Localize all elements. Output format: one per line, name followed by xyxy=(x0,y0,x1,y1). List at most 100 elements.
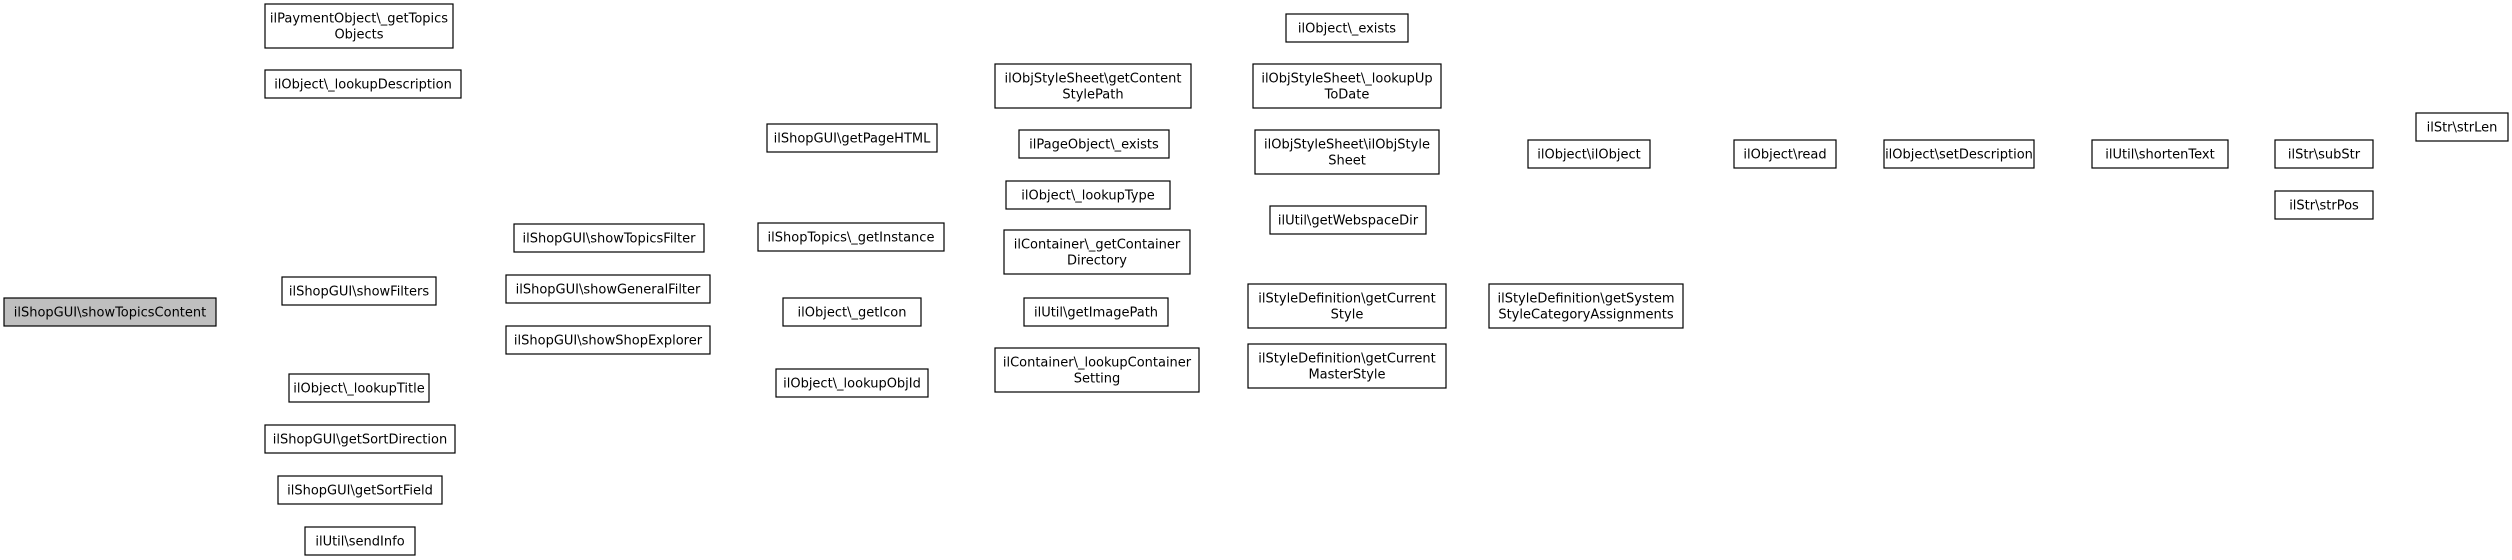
node-il-obj-style-sheet[interactable]: ilObjStyleSheet\ilObjStyleSheet xyxy=(1254,129,1440,175)
node-box xyxy=(1269,205,1427,235)
node-box xyxy=(1247,343,1447,389)
node-topics-get-instance[interactable]: ilShopTopics\_getInstance xyxy=(757,222,945,252)
node-box xyxy=(2274,139,2374,169)
node-label: ilStr\strLen xyxy=(2427,121,2498,136)
node-label: ilObjStyleSheet\_lookupUp xyxy=(1261,72,1432,87)
node-label: ilPaymentObject\_getTopics xyxy=(270,12,448,27)
node-box xyxy=(757,222,945,252)
node-label: ilStyleDefinition\getCurrent xyxy=(1258,292,1435,307)
edge-layer xyxy=(98,70,2373,354)
node-box xyxy=(281,276,437,306)
node-label: ilContainer\_lookupContainer xyxy=(1003,356,1192,371)
node-get-sort-direction[interactable]: ilShopGUI\getSortDirection xyxy=(264,424,456,454)
node-label: ilObjStyleSheet\ilObjStyle xyxy=(1264,138,1430,153)
node-root[interactable]: ilShopGUI\showTopicsContent xyxy=(3,297,217,327)
node-set-description[interactable]: ilObject\setDescription xyxy=(1883,139,2035,169)
node-il-object[interactable]: ilObject\ilObject xyxy=(1527,139,1651,169)
node-read[interactable]: ilObject\read xyxy=(1733,139,1837,169)
node-show-topics-filter[interactable]: ilShopGUI\showTopicsFilter xyxy=(513,223,705,253)
node-get-page-html[interactable]: ilShopGUI\getPageHTML xyxy=(766,123,938,153)
node-box xyxy=(1254,129,1440,175)
node-lookup-type[interactable]: ilObject\_lookupType xyxy=(1005,180,1171,210)
node-box xyxy=(1883,139,2035,169)
node-box xyxy=(1527,139,1651,169)
node-label: StyleCategoryAssignments xyxy=(1498,308,1674,323)
node-box xyxy=(277,475,443,505)
node-label: ilObject\_lookupType xyxy=(1021,189,1154,204)
node-box xyxy=(3,297,217,327)
node-get-sort-field[interactable]: ilShopGUI\getSortField xyxy=(277,475,443,505)
node-label: ilContainer\_getContainer xyxy=(1014,238,1181,253)
node-lookup-description[interactable]: ilObject\_lookupDescription xyxy=(264,69,462,99)
node-label: ilObjStyleSheet\getContent xyxy=(1005,72,1182,87)
node-lookup-title[interactable]: ilObject\_lookupTitle xyxy=(288,373,430,403)
node-label: ilStyleDefinition\getSystem xyxy=(1497,292,1674,307)
node-box xyxy=(1247,283,1447,329)
node-label: ilUtil\getImagePath xyxy=(1034,306,1158,321)
node-box xyxy=(1018,129,1170,159)
node-label: ilShopGUI\showFilters xyxy=(289,285,430,300)
node-get-icon[interactable]: ilObject\_getIcon xyxy=(782,297,922,327)
node-lookup-obj-id[interactable]: ilObject\_lookupObjId xyxy=(775,368,929,398)
node-label: MasterStyle xyxy=(1308,368,1385,383)
node-box xyxy=(304,526,416,556)
node-box xyxy=(288,373,430,403)
node-label: ilShopGUI\getSortField xyxy=(287,484,433,499)
node-box xyxy=(2274,190,2374,220)
node-show-general-filter[interactable]: ilShopGUI\showGeneralFilter xyxy=(505,274,711,304)
node-label: ilShopGUI\showShopExplorer xyxy=(514,334,703,349)
node-object-exists[interactable]: ilObject\_exists xyxy=(1285,13,1409,43)
node-label: ilObject\_exists xyxy=(1298,22,1396,37)
node-label: ilObject\ilObject xyxy=(1537,148,1641,163)
node-box xyxy=(513,223,705,253)
node-webspace-dir[interactable]: ilUtil\getWebspaceDir xyxy=(1269,205,1427,235)
node-shorten-text[interactable]: ilUtil\shortenText xyxy=(2091,139,2229,169)
node-box xyxy=(782,297,922,327)
node-box xyxy=(505,325,711,355)
node-label: ilObject\_lookupDescription xyxy=(274,78,452,93)
node-label: ilStr\subStr xyxy=(2288,148,2361,163)
node-str-pos[interactable]: ilStr\strPos xyxy=(2274,190,2374,220)
node-label: ilStr\strPos xyxy=(2289,199,2359,214)
node-label: Objects xyxy=(334,28,383,43)
node-label: ilUtil\getWebspaceDir xyxy=(1278,214,1419,229)
node-box xyxy=(264,3,454,49)
node-box xyxy=(994,347,1200,393)
node-label: ilUtil\sendInfo xyxy=(315,535,404,550)
node-box xyxy=(994,63,1192,109)
node-box xyxy=(1488,283,1684,329)
node-str-len[interactable]: ilStr\strLen xyxy=(2415,112,2509,142)
node-box xyxy=(505,274,711,304)
node-sub-str[interactable]: ilStr\subStr xyxy=(2274,139,2374,169)
node-box xyxy=(1285,13,1409,43)
node-get-image-path[interactable]: ilUtil\getImagePath xyxy=(1023,297,1169,327)
node-show-shop-explorer[interactable]: ilShopGUI\showShopExplorer xyxy=(505,325,711,355)
node-label: ilObject\_getIcon xyxy=(798,306,907,321)
node-label: Directory xyxy=(1067,254,1127,269)
node-send-info[interactable]: ilUtil\sendInfo xyxy=(304,526,416,556)
node-label: ilObject\read xyxy=(1743,148,1826,163)
node-label: ilObject\_lookupObjId xyxy=(783,377,921,392)
node-show-filters[interactable]: ilShopGUI\showFilters xyxy=(281,276,437,306)
node-label: ilPageObject\_exists xyxy=(1029,138,1159,153)
node-label: ilShopGUI\showTopicsFilter xyxy=(523,232,697,247)
node-box xyxy=(775,368,929,398)
node-layer: ilShopGUI\showTopicsContent ilPaymentObje… xyxy=(3,3,2509,556)
node-label: ilShopGUI\showTopicsContent xyxy=(14,306,207,321)
node-box xyxy=(1023,297,1169,327)
node-box xyxy=(1005,180,1171,210)
node-page-object-exists[interactable]: ilPageObject\_exists xyxy=(1018,129,1170,159)
node-system-style-cat[interactable]: ilStyleDefinition\getSystemStyleCategory… xyxy=(1488,283,1684,329)
node-label: ToDate xyxy=(1324,88,1370,103)
node-label: ilStyleDefinition\getCurrent xyxy=(1258,352,1435,367)
node-label: ilUtil\shortenText xyxy=(2105,148,2214,163)
node-label: StylePath xyxy=(1062,88,1123,103)
